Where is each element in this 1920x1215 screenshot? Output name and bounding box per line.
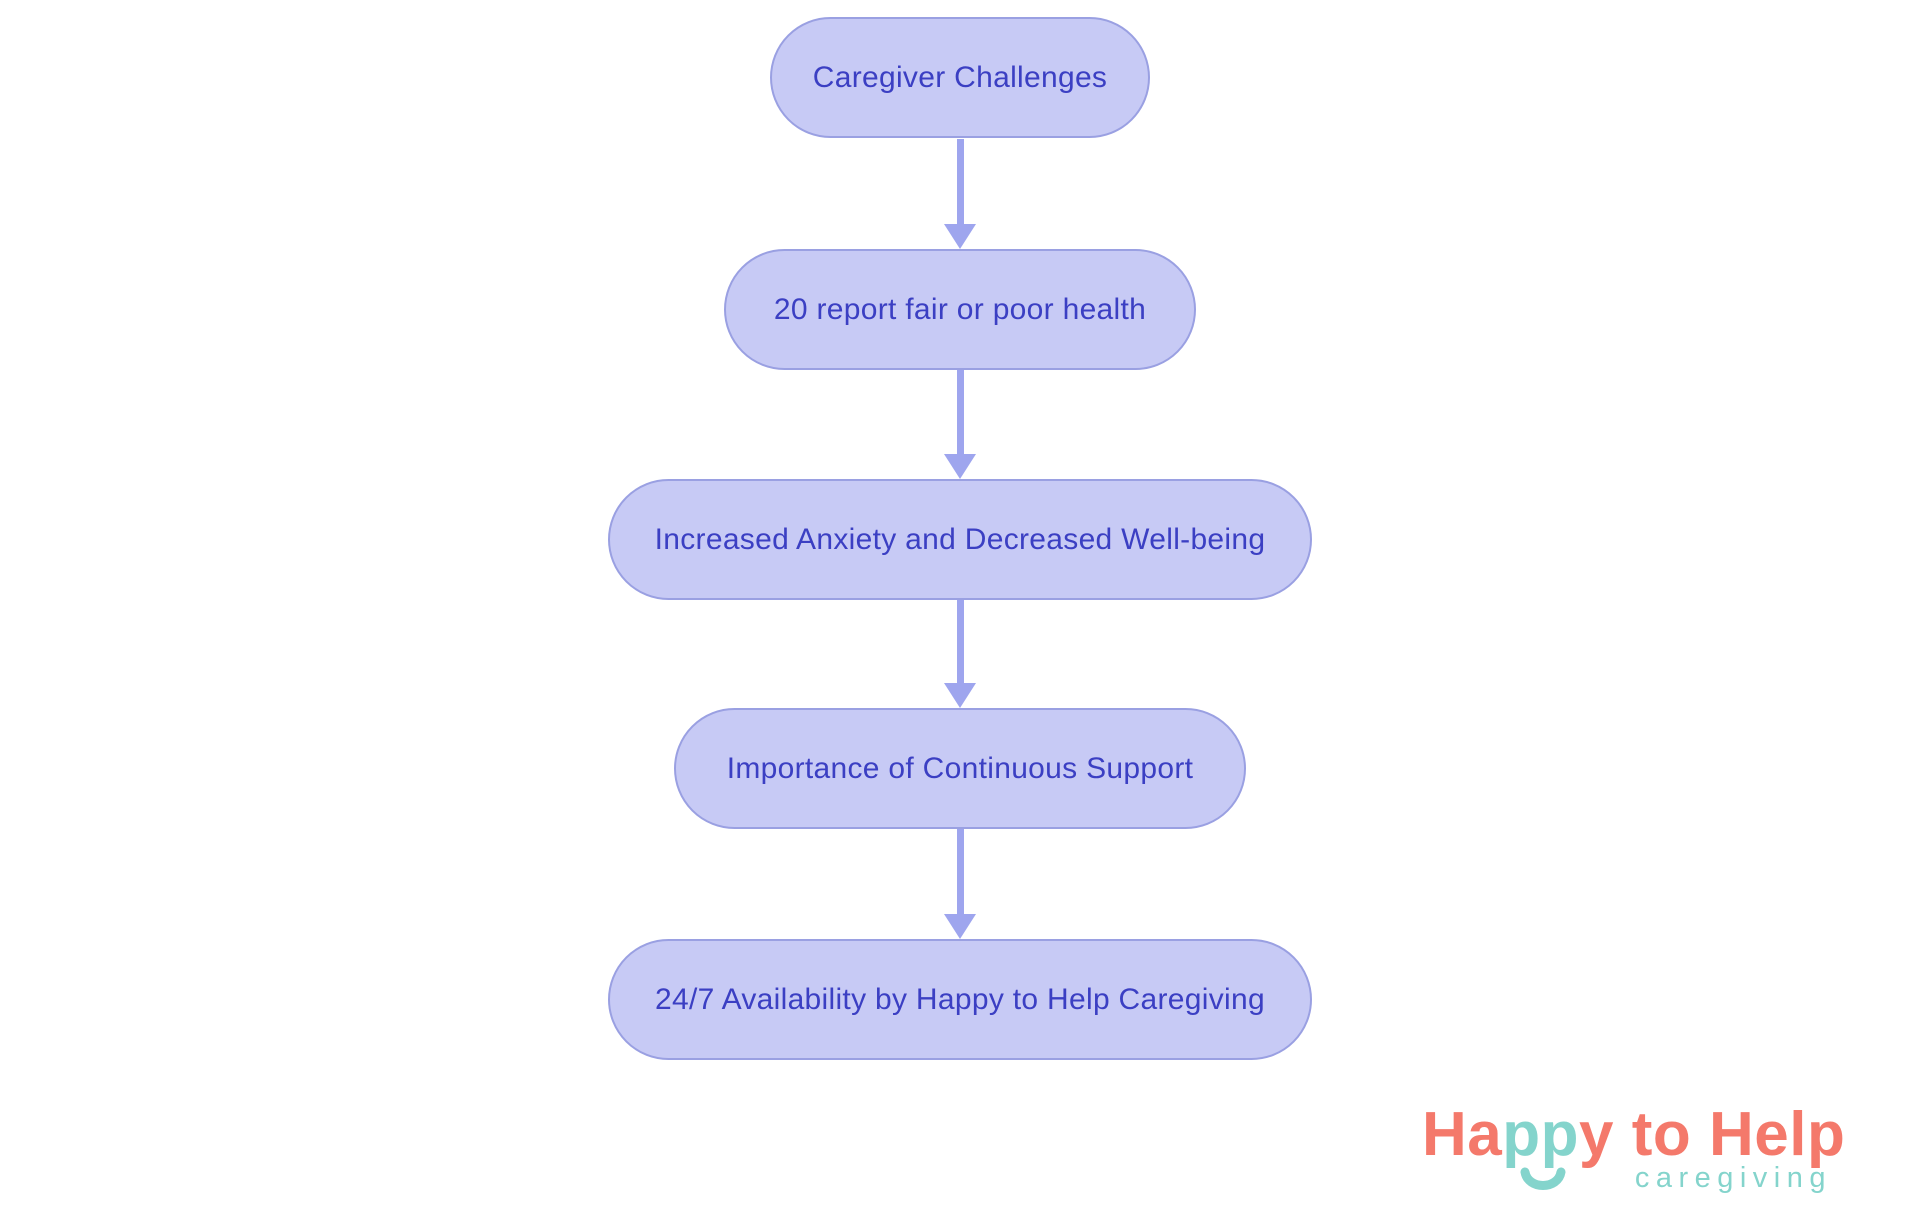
flow-node-continuous-support: Importance of Continuous Support [674, 708, 1246, 829]
arrow-head-icon [944, 914, 976, 939]
arrow-head-icon [944, 683, 976, 708]
connector-arrow-3 [944, 600, 976, 708]
connector-arrow-4 [944, 829, 976, 939]
flow-node-label: 20 report fair or poor health [773, 292, 1147, 326]
smile-icon [1520, 1167, 1566, 1190]
logo-text-coral-1: Ha [1422, 1100, 1503, 1169]
logo-text-teal-pp: pp [1502, 1100, 1580, 1169]
arrow-head-icon [944, 454, 976, 479]
arrow-stem [956, 600, 964, 683]
logo-text-coral-2: y to Help [1579, 1100, 1846, 1169]
happy-to-help-logo: Happy to Help caregiving [1422, 1104, 1874, 1204]
connector-arrow-1 [944, 139, 976, 249]
flow-node-caregiver-challenges: Caregiver Challenges [770, 17, 1150, 138]
arrow-stem [956, 829, 964, 914]
flow-node-label: Increased Anxiety and Decreased Well-bei… [654, 522, 1266, 556]
flow-node-247-availability: 24/7 Availability by Happy to Help Careg… [608, 939, 1312, 1060]
logo-wordmark: Happy to Help [1422, 1104, 1845, 1166]
flow-node-label: Importance of Continuous Support [726, 751, 1194, 785]
arrow-stem [956, 139, 964, 224]
flow-node-label: Caregiver Challenges [812, 60, 1108, 94]
arrow-head-icon [944, 224, 976, 249]
flow-node-anxiety-wellbeing: Increased Anxiety and Decreased Well-bei… [608, 479, 1312, 600]
connector-arrow-2 [944, 370, 976, 479]
arrow-stem [956, 370, 964, 454]
flow-node-label: 24/7 Availability by Happy to Help Careg… [655, 982, 1265, 1016]
flow-node-fair-poor-health: 20 report fair or poor health [724, 249, 1196, 370]
logo-subtitle: caregiving [1634, 1162, 1832, 1194]
